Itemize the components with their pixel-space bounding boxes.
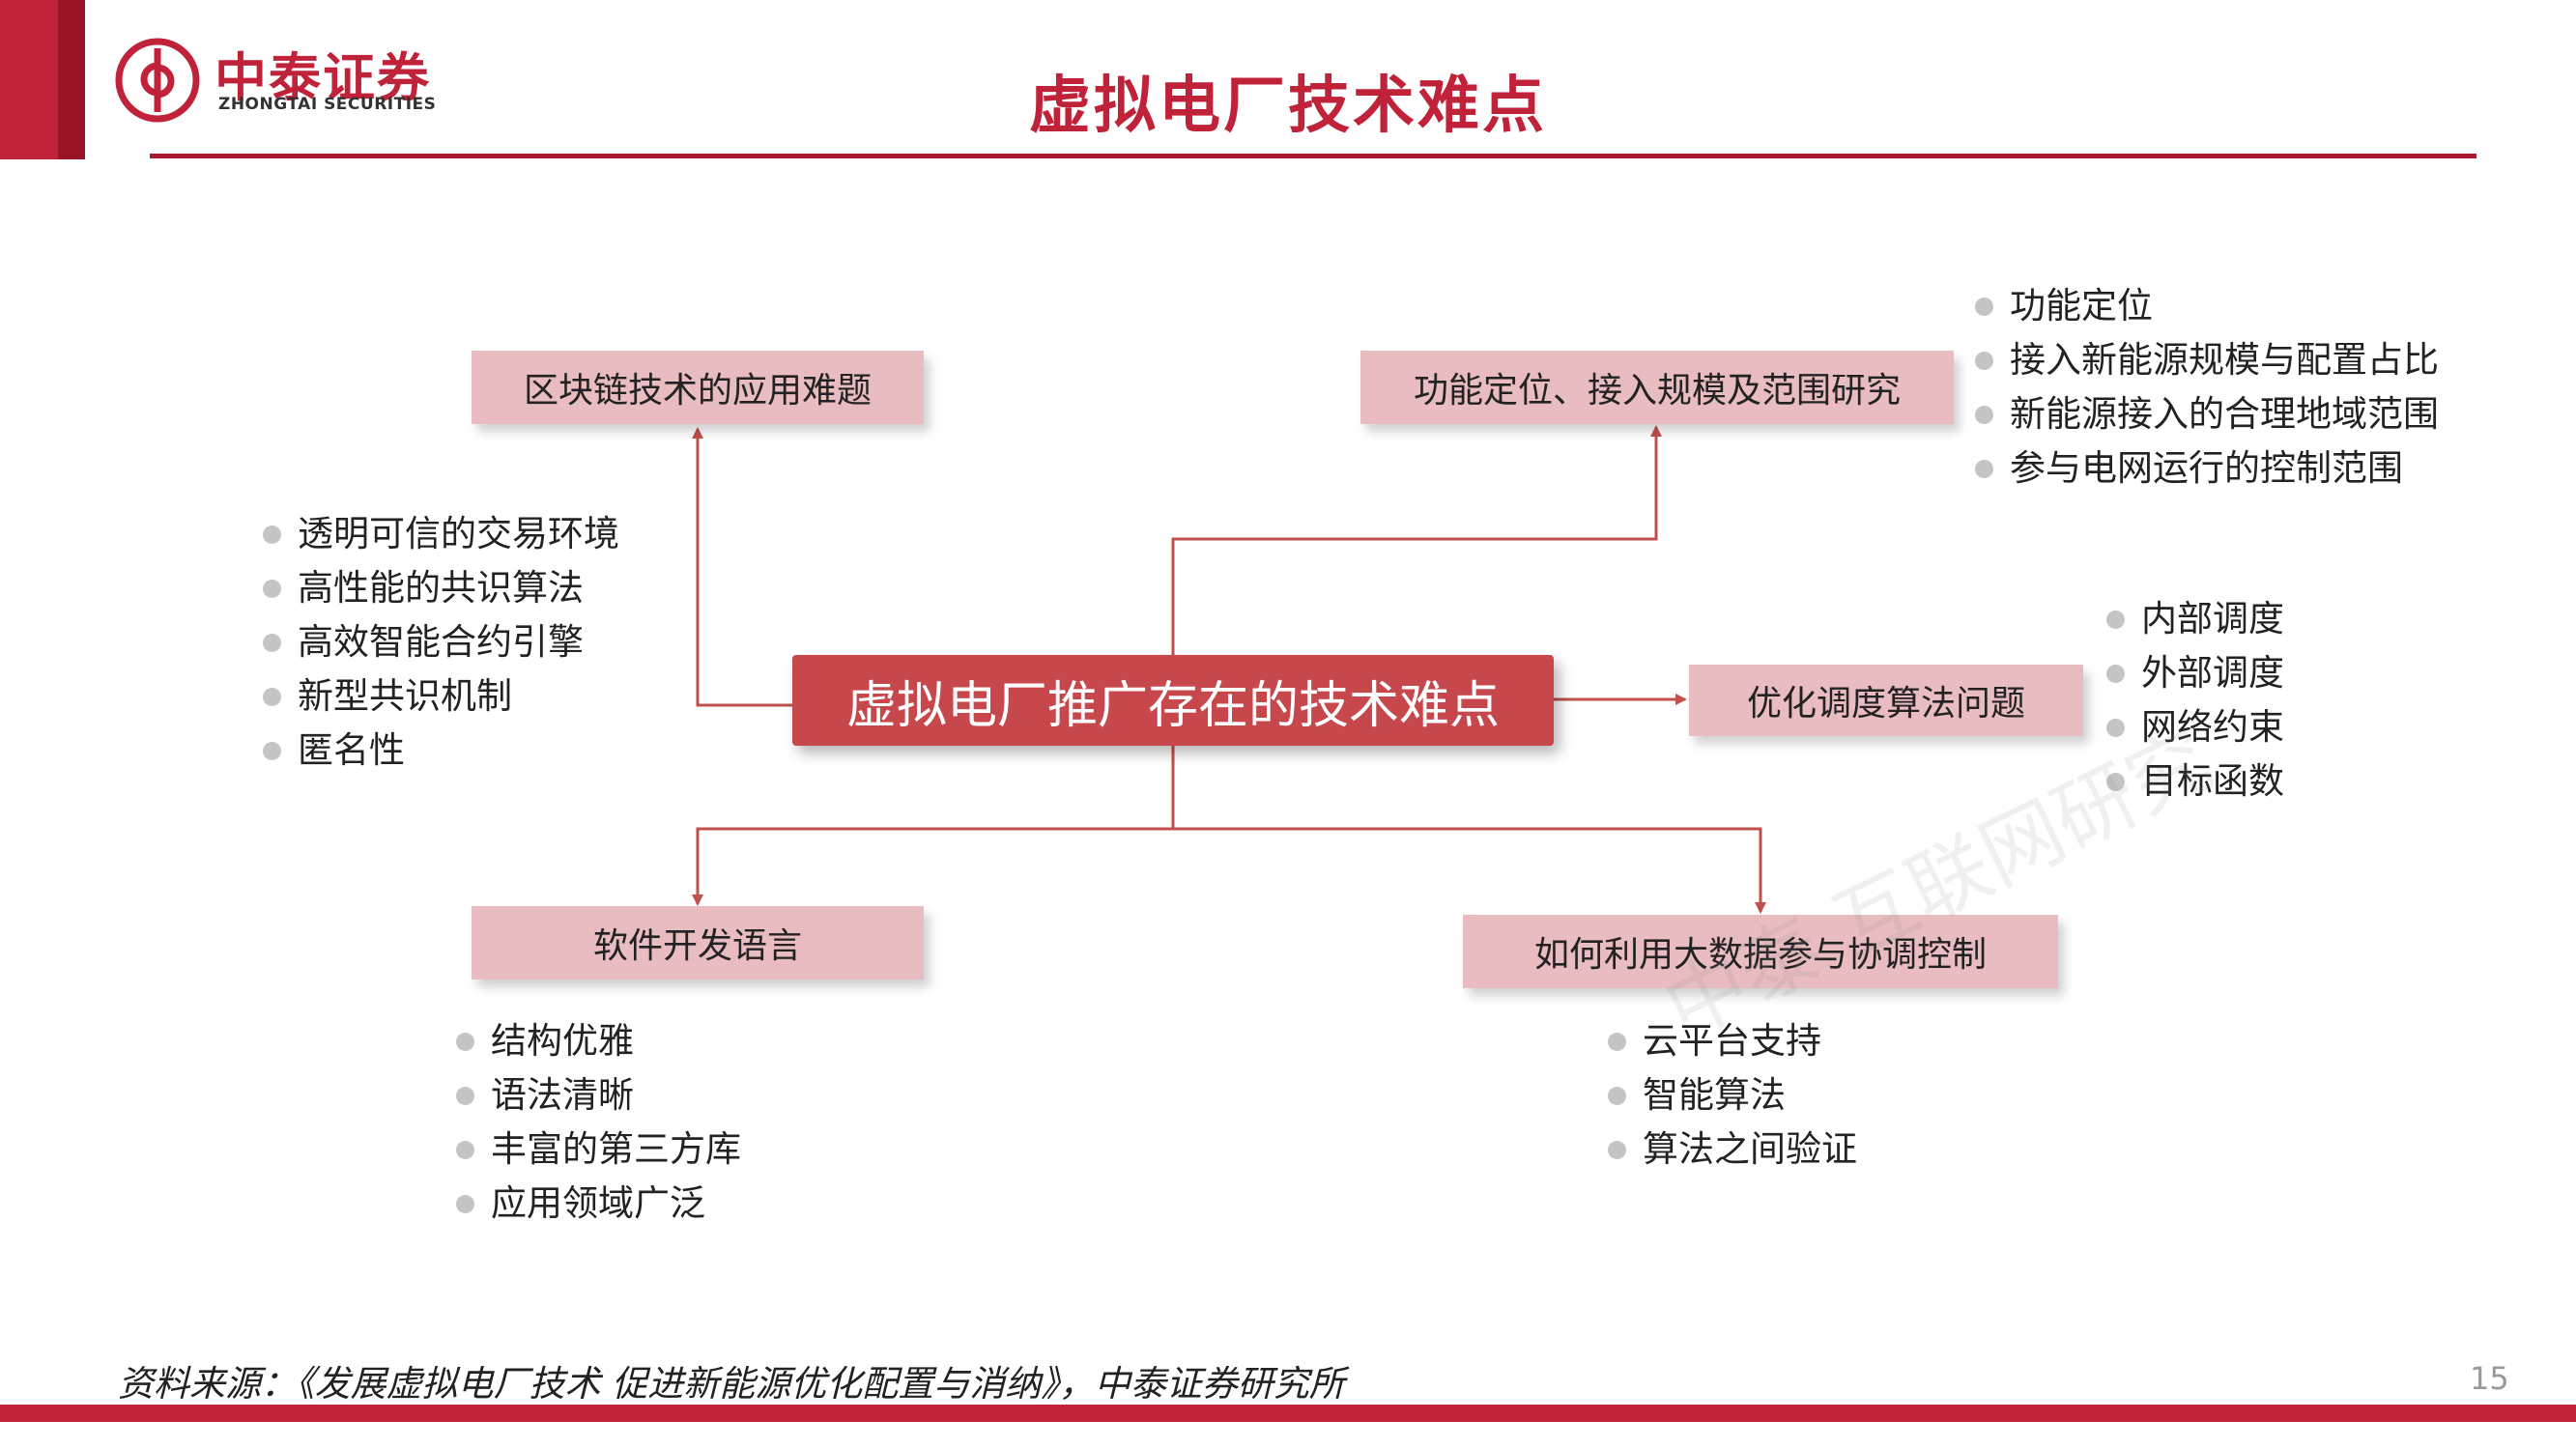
list-item: 内部调度 — [2106, 592, 2284, 646]
page-number: 15 — [2470, 1360, 2509, 1397]
software-bullet-list: 结构优雅 语法清晰 丰富的第三方库 应用领域广泛 — [456, 1014, 741, 1231]
blockchain-bullet-list: 透明可信的交易环境 高性能的共识算法 高效智能合约引擎 新型共识机制 匿名性 — [263, 507, 619, 778]
list-item: 参与电网运行的控制范围 — [1975, 441, 2439, 496]
list-item: 外部调度 — [2106, 646, 2284, 700]
logo-english-name: ZHONGTAI SECURITIES — [218, 95, 437, 114]
zhongtai-logo-icon — [115, 38, 200, 123]
list-item: 高性能的共识算法 — [263, 561, 619, 615]
title-divider — [150, 154, 2476, 158]
list-item: 透明可信的交易环境 — [263, 507, 619, 561]
list-item: 目标函数 — [2106, 754, 2284, 809]
list-item: 算法之间验证 — [1608, 1122, 1857, 1177]
branch-software: 软件开发语言 — [472, 906, 924, 980]
logo-chinese-name: 中泰证券 — [215, 47, 431, 108]
positioning-bullet-list: 功能定位 接入新能源规模与配置占比 新能源接入的合理地域范围 参与电网运行的控制… — [1975, 279, 2439, 496]
list-item: 新能源接入的合理地域范围 — [1975, 387, 2439, 441]
source-note: 资料来源：《发展虚拟电厂技术 促进新能源优化配置与消纳》，中泰证券研究所 — [118, 1363, 1345, 1405]
list-item: 接入新能源规模与配置占比 — [1975, 333, 2439, 387]
branch-blockchain: 区块链技术的应用难题 — [472, 351, 924, 424]
connector-blockchain — [692, 427, 792, 707]
scheduling-bullet-list: 内部调度 外部调度 网络约束 目标函数 — [2106, 592, 2284, 809]
page-title: 虚拟电厂技术难点 — [1029, 71, 1547, 142]
connector-bigdata — [1173, 827, 1766, 914]
bigdata-bullet-list: 云平台支持 智能算法 算法之间验证 — [1608, 1014, 1857, 1177]
center-node: 虚拟电厂推广存在的技术难点 — [792, 655, 1554, 746]
list-item: 匿名性 — [263, 724, 619, 778]
list-item: 智能算法 — [1608, 1068, 1857, 1122]
list-item: 丰富的第三方库 — [456, 1122, 741, 1177]
footer-bar — [0, 1405, 2576, 1422]
branch-positioning: 功能定位、接入规模及范围研究 — [1360, 351, 1954, 424]
connector-software — [692, 746, 1175, 906]
list-item: 云平台支持 — [1608, 1014, 1857, 1068]
list-item: 结构优雅 — [456, 1014, 741, 1068]
list-item: 应用领域广泛 — [456, 1177, 741, 1231]
list-item: 高效智能合约引擎 — [263, 615, 619, 669]
list-item: 功能定位 — [1975, 279, 2439, 333]
list-item: 语法清晰 — [456, 1068, 741, 1122]
branch-scheduling: 优化调度算法问题 — [1689, 665, 2083, 736]
corner-brand-block — [0, 0, 85, 159]
list-item: 网络约束 — [2106, 700, 2284, 754]
branch-bigdata: 如何利用大数据参与协调控制 — [1463, 915, 2058, 988]
connector-positioning — [1171, 425, 1662, 655]
list-item: 新型共识机制 — [263, 669, 619, 724]
